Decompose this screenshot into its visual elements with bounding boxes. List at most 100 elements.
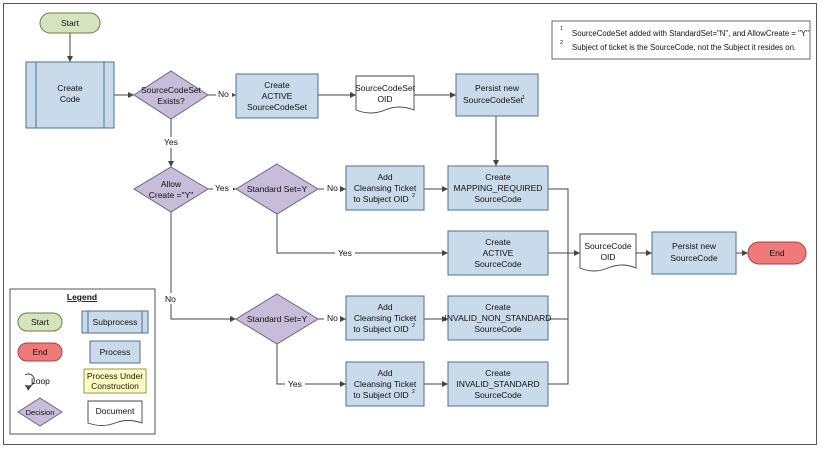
legend-under-construction: Process Under Construction (83, 368, 147, 394)
edge-label-no-std-top: No (327, 183, 338, 193)
svg-text:OID: OID (377, 94, 392, 104)
svg-text:Exists?: Exists? (157, 96, 185, 106)
svg-text:Process Under: Process Under (87, 371, 143, 381)
persist-new-sourcecode-process: Persist new SourceCode (651, 231, 737, 275)
edge-label-no-allow: No (165, 294, 176, 304)
legend-loop: Loop (24, 373, 50, 391)
svg-text:Construction: Construction (91, 381, 139, 391)
svg-text:ACTIVE: ACTIVE (262, 91, 293, 101)
svg-text:Cleansing Ticket: Cleansing Ticket (354, 183, 417, 193)
note-2-text: Subject of ticket is the SourceCode, not… (572, 43, 796, 52)
create-active-sourcecodeset-process: Create ACTIVE SourceCodeSet (235, 73, 319, 119)
svg-text:SourceCodeSet: SourceCodeSet (141, 85, 202, 95)
legend-process: Process (89, 340, 141, 364)
svg-text:Loop: Loop (31, 376, 50, 386)
edge-label-yes-exists: Yes (164, 137, 178, 147)
svg-text:INVALID_NON_STANDARD: INVALID_NON_STANDARD (445, 313, 552, 323)
legend-start: Start (17, 312, 63, 332)
decision-standard-set-bottom: Standard Set=Y (235, 293, 319, 345)
svg-text:Create: Create (485, 302, 511, 312)
edge-labels: No Yes Yes No Yes No No Yes (162, 89, 355, 389)
note-1-marker: 1 (560, 26, 563, 32)
legend-decision: Decision (17, 397, 63, 427)
sourcecode-oid-document: SourceCode OID (579, 233, 637, 272)
edge-label-yes-std-bottom: Yes (288, 379, 302, 389)
svg-text:Add: Add (377, 302, 392, 312)
decision-allow-create: Allow Create ="Y" (133, 166, 209, 213)
svg-text:Persist new: Persist new (672, 241, 717, 251)
edge-label-no-std-bottom: No (327, 313, 338, 323)
svg-text:End: End (769, 248, 784, 258)
create-active-sourcecode-process: Create ACTIVE SourceCode (447, 230, 549, 276)
add-cleansing-ticket-2-process: Add Cleansing Ticket to Subject OID 2 (345, 295, 425, 341)
svg-text:INVALID_STANDARD: INVALID_STANDARD (456, 379, 539, 389)
svg-text:SourceCode: SourceCode (584, 241, 632, 251)
svg-text:SourceCode: SourceCode (670, 253, 718, 263)
svg-text:Create: Create (264, 80, 290, 90)
svg-text:SourceCode: SourceCode (474, 390, 522, 400)
edge-label-yes-allow: Yes (215, 183, 229, 193)
svg-text:Decision: Decision (26, 408, 55, 417)
connectors (67, 33, 748, 387)
edge-label-yes-std-top: Yes (338, 248, 352, 258)
svg-text:Code: Code (60, 94, 81, 104)
svg-text:Process: Process (100, 347, 131, 357)
svg-text:ACTIVE: ACTIVE (483, 248, 514, 258)
svg-text:to Subject OID: to Subject OID (353, 324, 408, 334)
svg-text:OID: OID (600, 252, 615, 262)
svg-text:Cleansing Ticket: Cleansing Ticket (354, 313, 417, 323)
svg-text:Subprocess: Subprocess (93, 317, 138, 327)
svg-text:MAPPING_REQUIRED: MAPPING_REQUIRED (454, 183, 543, 193)
svg-text:SourceCode: SourceCode (474, 259, 522, 269)
svg-text:SourceCodeSet: SourceCodeSet (247, 102, 308, 112)
svg-text:Create ="Y": Create ="Y" (149, 190, 194, 200)
svg-text:End: End (32, 347, 47, 357)
create-invalid-non-standard-process: Create INVALID_NON_STANDARD SourceCode (445, 295, 552, 341)
note-1-text: SourceCodeSet added with StandardSet="N"… (572, 29, 809, 38)
edge-label-no-exists: No (218, 89, 229, 99)
svg-text:Allow: Allow (161, 179, 182, 189)
note-2-marker: 2 (560, 40, 563, 46)
legend-title: Legend (67, 292, 97, 302)
svg-text:Start: Start (31, 317, 50, 327)
svg-text:Create: Create (57, 83, 83, 93)
end-terminal: End (747, 241, 807, 265)
decision-sourcecodeset-exists: SourceCodeSet Exists? (133, 70, 209, 120)
svg-text:2: 2 (412, 389, 415, 395)
svg-text:SourceCode: SourceCode (474, 194, 522, 204)
svg-text:Cleansing Ticket: Cleansing Ticket (354, 379, 417, 389)
svg-text:2: 2 (412, 323, 415, 329)
start-terminal: Start (39, 12, 101, 34)
create-invalid-standard-process: Create INVALID_STANDARD SourceCode (447, 361, 549, 407)
svg-text:SourceCode: SourceCode (474, 324, 522, 334)
svg-text:Start: Start (61, 18, 80, 28)
sourcecodeset-oid-document: SourceCodeSet OID (355, 75, 416, 114)
svg-text:Add: Add (377, 368, 392, 378)
persist-new-sourcecodeset-process: Persist new SourceCodeSet 1 (455, 73, 539, 117)
legend-subprocess: Subprocess (81, 310, 149, 334)
add-cleansing-ticket-1-process: Add Cleansing Ticket to Subject OID 2 (345, 165, 425, 211)
svg-text:to Subject OID: to Subject OID (353, 390, 408, 400)
notes-box (551, 20, 811, 60)
svg-text:SourceCodeSet: SourceCodeSet (463, 95, 524, 105)
decision-standard-set-top: Standard Set=Y (235, 163, 319, 215)
legend: Legend Start Subprocess End Process Loop… (9, 288, 156, 435)
svg-text:Create: Create (485, 237, 511, 247)
svg-text:Create: Create (485, 368, 511, 378)
svg-text:Persist new: Persist new (475, 83, 520, 93)
svg-text:Document: Document (96, 406, 135, 416)
create-code-subprocess: Create Code (25, 61, 115, 129)
svg-text:1: 1 (522, 95, 525, 101)
svg-text:Standard Set=Y: Standard Set=Y (247, 314, 308, 324)
svg-text:Create: Create (485, 172, 511, 182)
svg-text:Add: Add (377, 172, 392, 182)
create-mapping-required-process: Create MAPPING_REQUIRED SourceCode (447, 165, 549, 211)
svg-text:Standard Set=Y: Standard Set=Y (247, 184, 308, 194)
legend-end: End (17, 342, 63, 362)
svg-text:SourceCodeSet: SourceCodeSet (355, 83, 416, 93)
add-cleansing-ticket-3-process: Add Cleansing Ticket to Subject OID 2 (345, 361, 425, 407)
svg-text:2: 2 (412, 193, 415, 199)
legend-document: Document (87, 400, 143, 426)
svg-text:to Subject OID: to Subject OID (353, 194, 408, 204)
